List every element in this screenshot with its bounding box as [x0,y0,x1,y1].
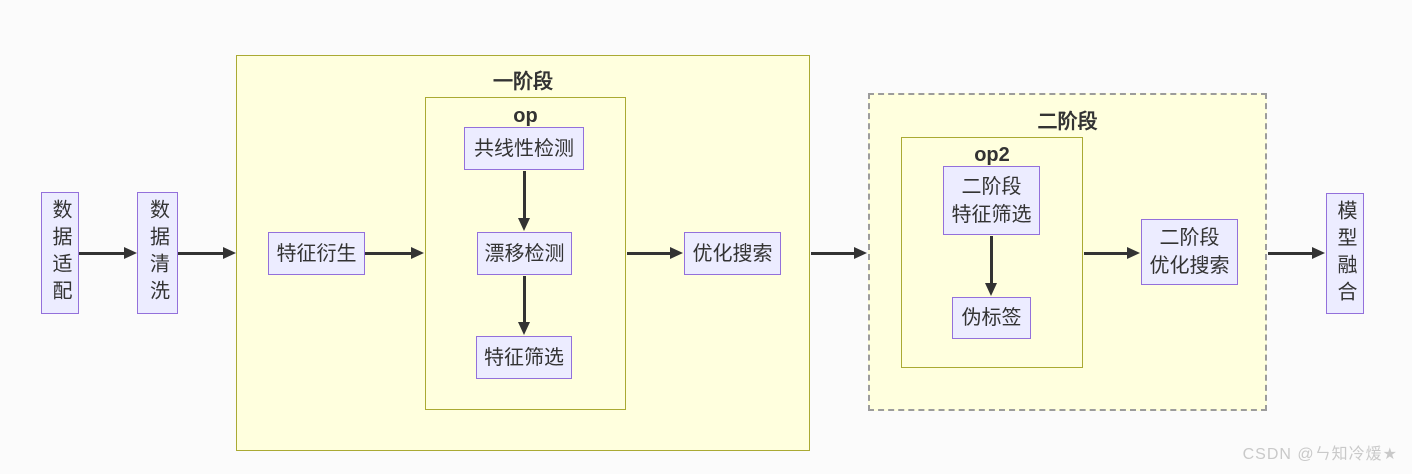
cluster-stage1-title: 一阶段 [493,71,553,93]
node-stage2-feature-filter-label: 二阶段 特征筛选 [951,175,1032,226]
node-feature-filter: 特征筛选 [476,336,572,379]
node-pseudo-label: 伪标签 [952,297,1031,339]
arrow-stage1-to-stage2 [811,247,867,259]
node-drift-check-label: 漂移检测 [484,242,565,265]
node-opt-search-label: 优化搜索 [692,242,773,265]
node-stage2-opt-search-label: 二阶段 优化搜索 [1149,227,1230,277]
cluster-stage2-title: 二阶段 [1037,111,1098,133]
node-feature-derive-label: 特征衍生 [276,242,357,265]
node-stage2-opt-search: 二阶段 优化搜索 [1141,219,1238,285]
node-model-fusion-label: 模型融合 [1334,199,1356,308]
arrow-stage2-feature-filter-to-pseudo-label [985,236,997,296]
node-data-clean: 数据清洗 [137,192,178,314]
node-data-clean-label: 数据清洗 [146,199,169,307]
cluster-op-title: op [513,105,538,127]
node-data-adapt-label: 数据适配 [49,199,71,307]
arrow-collinearity-to-drift [518,171,530,231]
node-stage2-feature-filter: 二阶段 特征筛选 [943,166,1040,235]
arrow-op-to-opt-search [627,247,683,259]
arrow-data-clean-to-stage1 [178,247,236,259]
arrow-stage2-to-model-fusion [1268,247,1325,259]
cluster-op2-title: op2 [974,144,1010,166]
node-data-adapt: 数据适配 [41,192,79,314]
csdn-watermark: CSDN @ㄣ知冷煖★ [1242,446,1398,463]
arrow-op2-to-stage2-opt-search [1084,247,1140,259]
node-feature-derive: 特征衍生 [268,232,365,275]
arrow-feature-derive-to-op [365,247,424,259]
node-collinearity-check-label: 共线性检测 [474,137,574,160]
node-feature-filter-label: 特征筛选 [484,346,564,369]
node-collinearity-check: 共线性检测 [464,127,584,170]
node-opt-search: 优化搜索 [684,232,781,275]
node-pseudo-label-label: 伪标签 [961,307,1022,329]
arrow-data-adapt-to-data-clean [79,247,137,259]
node-model-fusion: 模型融合 [1326,193,1364,314]
arrow-drift-to-feature-filter [518,276,530,335]
node-drift-check: 漂移检测 [477,232,572,275]
